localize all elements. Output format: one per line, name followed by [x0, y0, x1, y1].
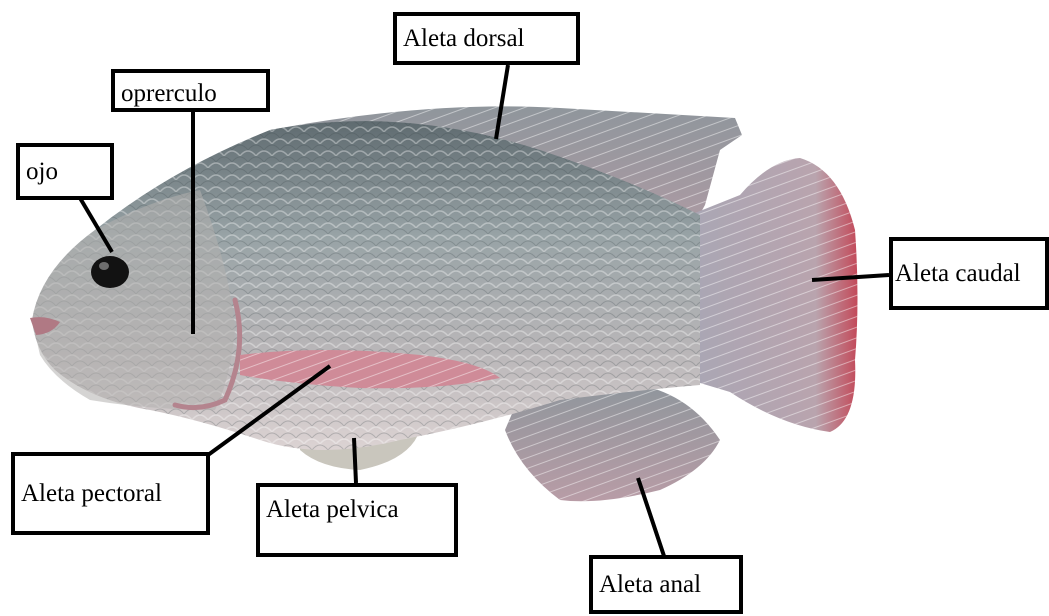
label-aleta-dorsal: Aleta dorsal [393, 12, 580, 65]
label-aleta-pectoral-text: Aleta pectoral [21, 481, 162, 506]
label-operculo: oprerculo [111, 69, 270, 112]
label-aleta-caudal: Aleta caudal [889, 237, 1049, 310]
label-aleta-caudal-text: Aleta caudal [895, 261, 1021, 286]
label-aleta-pelvica-text: Aleta pelvica [266, 497, 399, 522]
pointer-pelvica [354, 438, 356, 483]
label-ojo: ojo [16, 143, 114, 200]
label-operculo-text: oprerculo [121, 81, 217, 106]
eye-shape [91, 256, 129, 288]
label-ojo-text: ojo [26, 159, 58, 184]
label-aleta-dorsal-text: Aleta dorsal [403, 26, 524, 51]
label-aleta-pelvica: Aleta pelvica [256, 483, 458, 557]
label-aleta-pectoral: Aleta pectoral [11, 452, 210, 535]
label-aleta-anal-text: Aleta anal [599, 572, 701, 597]
label-aleta-anal: Aleta anal [589, 555, 743, 614]
